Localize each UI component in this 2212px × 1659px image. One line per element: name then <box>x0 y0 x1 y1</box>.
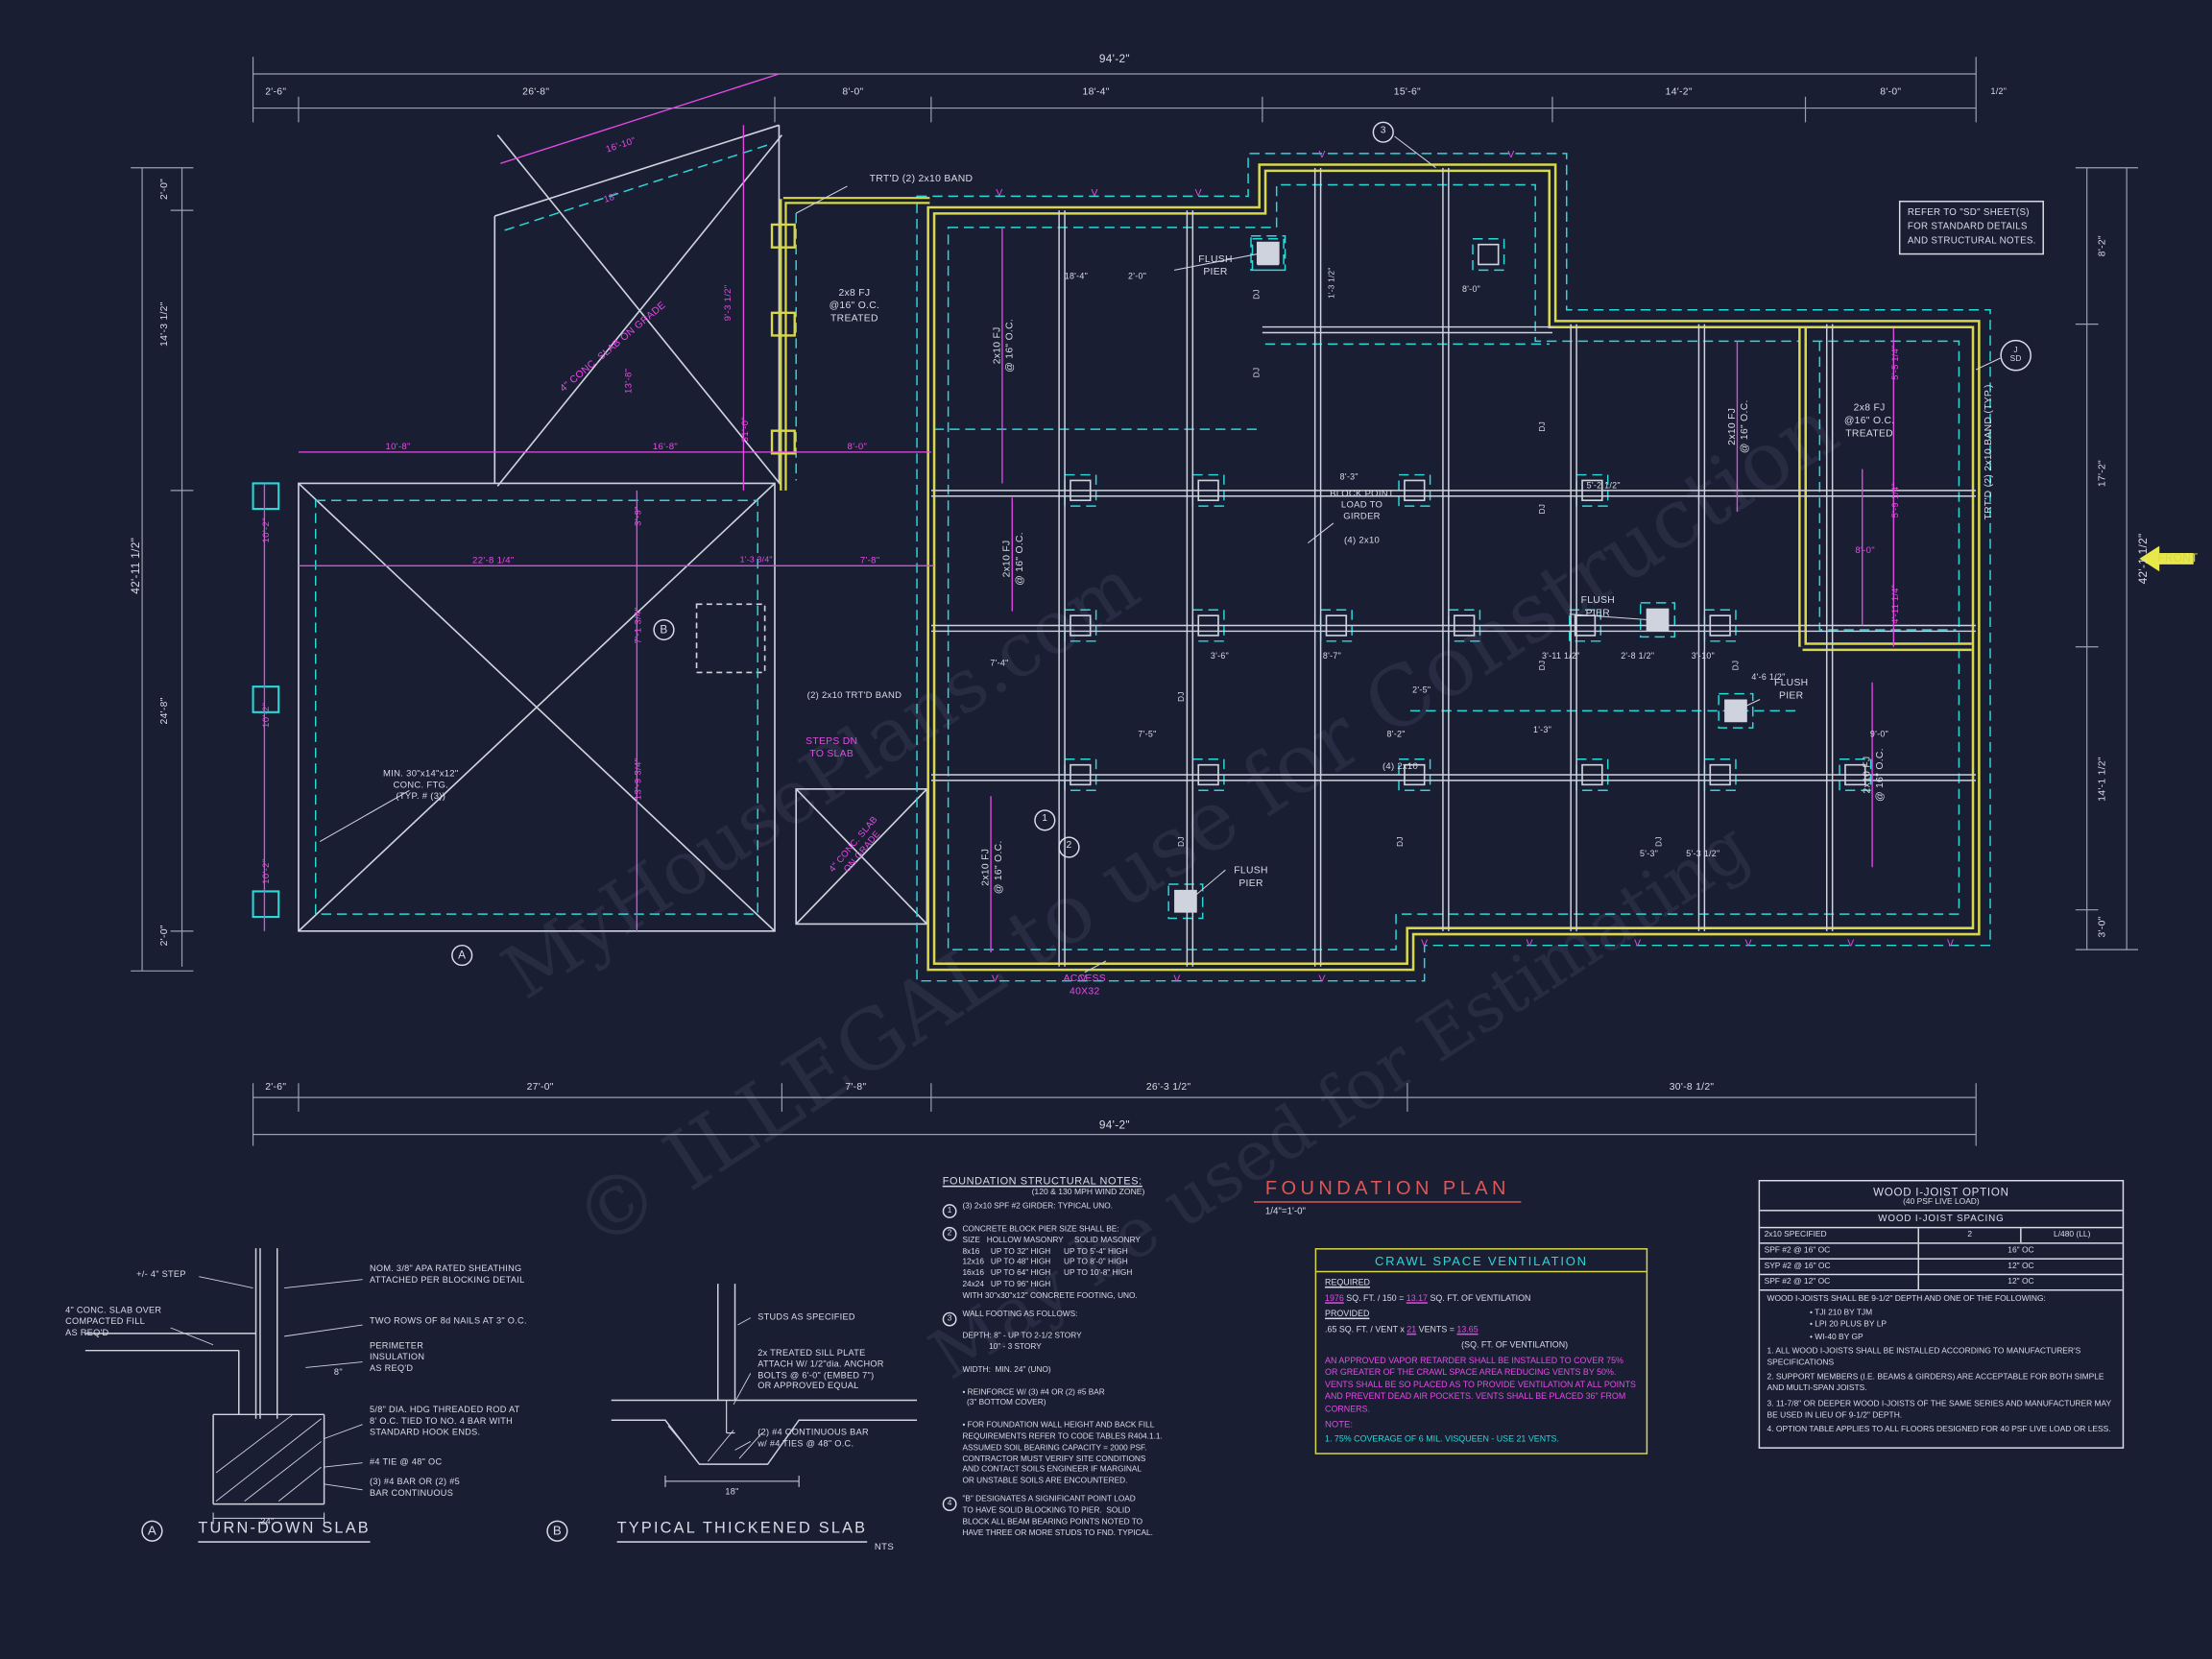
ijoist-cell: 12" OC <box>2008 1278 2034 1287</box>
ijoist-row: SYP #2 @ 16" OC 12" OC <box>1760 1259 2123 1276</box>
note-item: 1 (3) 2x10 SPF #2 GIRDER: TYPICAL UNO. <box>942 1202 1235 1218</box>
girders <box>930 167 1977 967</box>
ijoist-bullets: • TJI 210 BY TJM • LPI 20 PLUS BY LP • WI-… <box>1760 1308 2123 1343</box>
sheet-title: FOUNDATION PLAN 1/4"=1'-0" <box>1253 1177 1522 1217</box>
interior-dim-lines <box>263 73 1894 953</box>
note-number: 3 <box>942 1311 957 1327</box>
foundation-structural-notes: FOUNDATION STRUCTURAL NOTES: (120 & 130 … <box>942 1174 1235 1547</box>
ijoist-title: WOOD I-JOIST OPTION <box>1873 1185 2009 1199</box>
crawl-required-suffix: SQ. FT. OF VENTILATION <box>1427 1294 1531 1304</box>
crawl-provided-b: VENTS = <box>1416 1326 1457 1334</box>
dimension-chain-lines <box>131 57 2139 1146</box>
crawl-required-label: REQUIRED <box>1325 1279 1370 1288</box>
foundation-walls <box>770 163 1981 972</box>
ijoist-cell: 16" OC <box>2008 1246 2034 1256</box>
crawl-required-mid: SQ. FT. / 150 = <box>1343 1294 1407 1304</box>
ijoist-depth-note: WOOD I-JOISTS SHALL BE 9-1/2" DEPTH AND … <box>1767 1294 2046 1304</box>
ijoist-row-label: 2x10 SPECIFIED <box>1760 1228 1920 1243</box>
note-item: 3 WALL FOOTING AS FOLLOWS: DEPTH: 8" - UP… <box>942 1310 1235 1488</box>
crawl-space-ventilation-table: CRAWL SPACE VENTILATION REQUIRED 1976 SQ… <box>1314 1248 1648 1455</box>
note-number: 1 <box>942 1204 957 1218</box>
note-item: 4 "B" DESIGNATES A SIGNIFICANT POINT LOAD… <box>942 1495 1235 1540</box>
list-line: 1. ALL WOOD I-JOISTS SHALL BE INSTALLED … <box>1767 1347 2081 1368</box>
ijoist-cell: SPF #2 @ 12" OC <box>1760 1275 1920 1290</box>
crawl-provided-value: 13.65 <box>1456 1326 1479 1334</box>
ijoist-notes: 1. ALL WOOD I-JOISTS SHALL BE INSTALLED … <box>1760 1343 2123 1447</box>
note-number: 4 <box>942 1497 957 1512</box>
notes-items: 1 (3) 2x10 SPF #2 GIRDER: TYPICAL UNO. 2 CO… <box>942 1202 1235 1540</box>
ijoist-cell: 12" OC <box>2008 1262 2034 1271</box>
note-text: "B" DESIGNATES A SIGNIFICANT POINT LOAD … <box>962 1495 1153 1538</box>
ijoist-cell: SYP #2 @ 16" OC <box>1760 1259 1920 1274</box>
list-line: 2. SUPPORT MEMBERS (I.E. BEAMS & GIRDERS… <box>1767 1373 2104 1394</box>
notes-subtitle: (120 & 130 MPH WIND ZONE) <box>1031 1188 1145 1197</box>
list-line: • WI-40 BY GP <box>1809 1333 1863 1342</box>
note-number: 2 <box>942 1226 957 1241</box>
garage-pier-squares <box>252 482 280 919</box>
wood-ijoist-option-table: WOOD I-JOIST OPTION (40 PSF LIVE LOAD) W… <box>1758 1179 2125 1449</box>
leader-lines <box>319 135 2001 974</box>
list-line: • LPI 20 PLUS BY LP <box>1809 1320 1887 1330</box>
crawl-provided-suffix: (SQ. FT. OF VENTILATION) <box>1461 1341 1569 1351</box>
list-line: 4. OPTION TABLE APPLIES TO ALL FLOORS DE… <box>1767 1426 2111 1435</box>
list-line: 3. 11-7/8" OR DEEPER WOOD I-JOISTS OF TH… <box>1767 1400 2112 1420</box>
thickened-slab-detail <box>611 1284 918 1487</box>
ijoist-sub2: L/480 (LL) <box>2054 1231 2091 1240</box>
note-text: CONCRETE BLOCK PIER SIZE SHALL BE: SIZE … <box>962 1225 1141 1301</box>
crawl-provided-label: PROVIDED <box>1325 1310 1370 1319</box>
crawl-provided-a: .65 SQ. FT. / VENT x <box>1325 1326 1407 1334</box>
ijoist-subheader-row: 2x10 SPECIFIED 2 L/480 (LL) <box>1760 1228 2123 1244</box>
crawl-provided-count: 21 <box>1407 1326 1417 1334</box>
front-arrow <box>2139 545 2194 572</box>
ijoist-column-header: WOOD I-JOIST SPACING <box>1760 1212 2123 1229</box>
ijoist-subtitle: (40 PSF LIVE LOAD) <box>1760 1198 2123 1212</box>
sheet-title-scale: 1/4"=1'-0" <box>1264 1207 1307 1217</box>
crawl-required-value: 13.17 <box>1406 1294 1428 1304</box>
footing-dashed-lines <box>314 144 1991 982</box>
ijoist-row: SPF #2 @ 16" OC 16" OC <box>1760 1243 2123 1260</box>
list-line: • TJI 210 BY TJM <box>1809 1309 1873 1318</box>
garage-slab-outline <box>298 124 928 932</box>
crawl-note-label: NOTE: <box>1325 1420 1353 1431</box>
crawl-required-area: 1976 <box>1325 1294 1344 1304</box>
crawl-title: CRAWL SPACE VENTILATION <box>1316 1250 1647 1273</box>
sheet-title-text: FOUNDATION PLAN <box>1253 1177 1522 1203</box>
note-text: (3) 2x10 SPF #2 GIRDER: TYPICAL UNO. <box>962 1202 1113 1212</box>
ijoist-sub1: 2 <box>1919 1228 2022 1243</box>
crawl-note-1: 1. 75% COVERAGE OF 6 MIL. VISQUEEN - USE… <box>1325 1435 1559 1445</box>
turn-down-slab-detail <box>84 1248 363 1525</box>
note-text: WALL FOOTING AS FOLLOWS: DEPTH: 8" - UP … <box>962 1310 1163 1486</box>
notes-title: FOUNDATION STRUCTURAL NOTES: <box>942 1174 1142 1188</box>
crawl-vapor-note: AN APPROVED VAPOR RETARDER SHALL BE INST… <box>1325 1358 1636 1414</box>
ijoist-cell: SPF #2 @ 16" OC <box>1760 1243 1920 1259</box>
note-item: 2 CONCRETE BLOCK PIER SIZE SHALL BE: SIZE… <box>942 1225 1235 1303</box>
ijoist-rows: SPF #2 @ 16" OC 16" OC SYP #2 @ 16" OC 12" … <box>1760 1243 2123 1291</box>
ijoist-row: SPF #2 @ 12" OC 12" OC <box>1760 1275 2123 1291</box>
crawl-body: REQUIRED 1976 SQ. FT. / 150 = 13.17 SQ. … <box>1316 1272 1647 1453</box>
